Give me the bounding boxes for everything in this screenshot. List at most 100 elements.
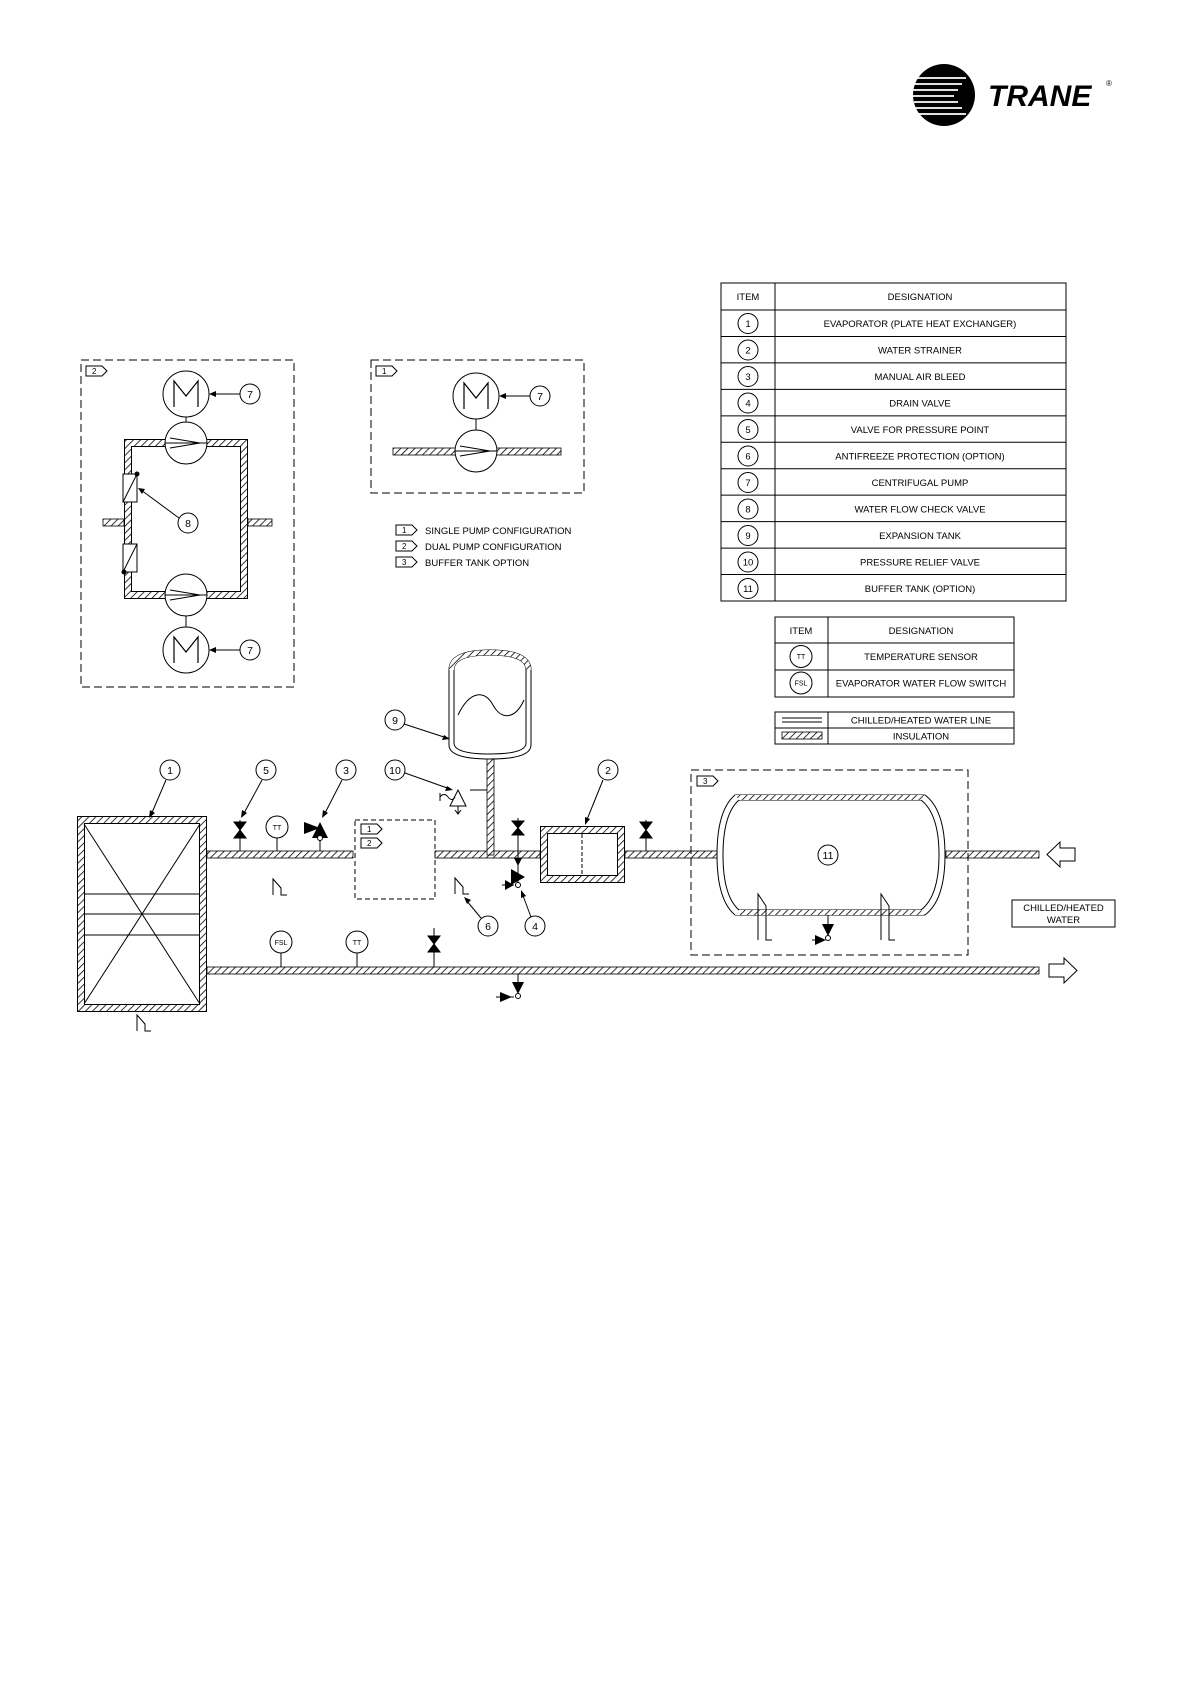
legend-header-designation: DESIGNATION (888, 292, 953, 303)
insulation-symbol (781, 731, 823, 740)
legend-row-9: 9 EXPANSION TANK (737, 525, 962, 546)
water-strainer-icon (540, 826, 625, 883)
isolation-valve-icon (639, 820, 653, 851)
svg-text:CENTRIFUGAL PUMP: CENTRIFUGAL PUMP (872, 478, 969, 489)
svg-text:6: 6 (485, 921, 491, 933)
legend-row-2: 2 WATER STRAINER (737, 339, 962, 361)
svg-text:6: 6 (745, 452, 750, 463)
manual-air-bleed-icon (304, 822, 328, 851)
legend-row-11: 11 BUFFER TANK (OPTION) (737, 578, 975, 599)
pressure-point-valve-icon (233, 820, 247, 851)
svg-text:9: 9 (745, 531, 750, 542)
svg-text:TEMPERATURE SENSOR: TEMPERATURE SENSOR (864, 652, 978, 663)
trane-logo: TRANE ® (913, 64, 1112, 126)
balloon-7: 7 (529, 385, 551, 407)
svg-text:7: 7 (247, 645, 253, 657)
water-line-symbol (782, 717, 822, 723)
evaporator-icon (77, 816, 207, 1012)
svg-text:2: 2 (402, 542, 407, 551)
svg-text:3: 3 (343, 765, 349, 777)
legend-row-7: 7 CENTRIFUGAL PUMP (737, 472, 969, 493)
drain-valve-icon (812, 915, 834, 945)
legend-row-1: 1 EVAPORATOR (PLATE HEAT EXCHANGER) (737, 313, 1017, 334)
heat-trace-icon (880, 892, 895, 941)
svg-text:PRESSURE RELIEF VALVE: PRESSURE RELIEF VALVE (860, 558, 980, 569)
check-valve-icon (122, 471, 140, 503)
svg-text:WATER STRAINER: WATER STRAINER (878, 346, 962, 357)
insulation-label: INSULATION (893, 732, 949, 743)
svg-text:7: 7 (537, 391, 543, 403)
svg-text:FSL: FSL (795, 681, 808, 688)
chilled-heated-water-label: CHILLED/HEATED WATER (1011, 899, 1116, 928)
drain-valve-icon (496, 974, 524, 1002)
svg-text:7: 7 (745, 478, 750, 489)
isolation-valve-icon (510, 818, 526, 884)
svg-text:SINGLE PUMP CONFIGURATION: SINGLE PUMP CONFIGURATION (425, 526, 572, 537)
svg-text:1: 1 (167, 765, 173, 777)
svg-text:3: 3 (402, 558, 407, 567)
balloon-11: 11 (817, 844, 839, 866)
heat-trace-icon (454, 876, 469, 895)
svg-text:VALVE FOR PRESSURE POINT: VALVE FOR PRESSURE POINT (851, 425, 990, 436)
config-note-1: 1 SINGLE PUMP CONFIGURATION (395, 524, 572, 537)
svg-text:DUAL PUMP CONFIGURATION: DUAL PUMP CONFIGURATION (425, 542, 562, 553)
balloon-5: 5 (255, 759, 277, 781)
svg-text:5: 5 (263, 765, 269, 777)
svg-text:2: 2 (92, 367, 97, 376)
balloon-9: 9 (384, 709, 406, 731)
flow-switch-icon: FSL (269, 930, 293, 967)
sensor-row-tt: TT TEMPERATURE SENSOR (789, 645, 978, 668)
single-pump-detail: 1 7 (370, 359, 585, 494)
legend-header-item: ITEM (737, 292, 760, 303)
legend-row-10: 10 PRESSURE RELIEF VALVE (737, 551, 980, 573)
svg-text:3: 3 (745, 372, 750, 383)
svg-text:1: 1 (402, 526, 407, 535)
svg-text:2: 2 (745, 346, 750, 357)
svg-text:1: 1 (745, 319, 750, 330)
svg-text:EVAPORATOR (PLATE HEAT EXCHANG: EVAPORATOR (PLATE HEAT EXCHANGER) (824, 319, 1017, 330)
svg-text:FSL: FSL (275, 940, 288, 947)
dual-pump-detail: 2 7 7 (80, 359, 295, 688)
pressure-relief-valve-icon (439, 788, 487, 815)
balloon-10: 10 (384, 759, 406, 781)
svg-text:7: 7 (247, 389, 253, 401)
main-circuit: 1 2 5 TT 3 1 (77, 649, 1116, 1032)
svg-text:BUFFER TANK OPTION: BUFFER TANK OPTION (425, 558, 529, 569)
registered-mark: ® (1106, 79, 1112, 88)
svg-text:11: 11 (743, 584, 753, 595)
svg-text:10: 10 (743, 558, 754, 569)
svg-text:1: 1 (382, 367, 387, 376)
heat-trace-icon (757, 892, 772, 941)
brand-name: TRANE (988, 80, 1092, 113)
svg-text:4: 4 (532, 921, 538, 933)
heat-trace-icon (272, 877, 287, 896)
svg-text:WATER: WATER (1047, 915, 1080, 926)
balloon-2: 2 (597, 759, 619, 781)
heat-trace-icon (136, 1013, 151, 1032)
svg-text:CHILLED/HEATED: CHILLED/HEATED (1023, 903, 1104, 914)
svg-text:TT: TT (273, 825, 282, 832)
centrifugal-pump-icon (164, 573, 208, 617)
sensor-header-designation: DESIGNATION (889, 626, 954, 637)
trane-emblem-icon (913, 64, 975, 126)
svg-text:2: 2 (367, 839, 372, 848)
legend-sensors-table: ITEM DESIGNATION TT TEMPERATURE SENSOR F… (774, 616, 1015, 698)
svg-text:BUFFER TANK (OPTION): BUFFER TANK (OPTION) (865, 584, 975, 595)
config-note-2: 2 DUAL PUMP CONFIGURATION (395, 540, 562, 553)
legend-items-table: ITEM DESIGNATION 1 EVAPORATOR (PLATE HEAT… (720, 282, 1067, 602)
svg-text:TT: TT (797, 654, 806, 661)
balloon-3: 3 (335, 759, 357, 781)
svg-text:EXPANSION TANK: EXPANSION TANK (879, 531, 961, 542)
sensor-header-item: ITEM (790, 626, 813, 637)
temperature-sensor-icon: TT (345, 930, 369, 967)
svg-text:9: 9 (392, 715, 398, 727)
water-line-label: CHILLED/HEATED WATER LINE (851, 716, 991, 727)
outlet-arrow-icon (1048, 956, 1078, 985)
svg-text:3: 3 (703, 777, 708, 786)
balloon-4: 4 (524, 915, 546, 937)
